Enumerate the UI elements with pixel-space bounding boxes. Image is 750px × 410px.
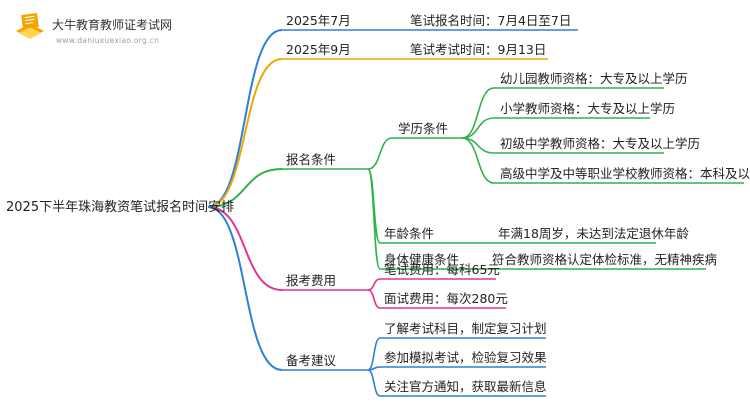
branch-label-2025-july: 2025年7月 bbox=[286, 13, 351, 28]
edge-root-july bbox=[207, 29, 283, 208]
node-age: 年龄条件 bbox=[384, 226, 434, 241]
node-education: 学历条件 bbox=[398, 121, 448, 136]
edge-fees-interview bbox=[367, 289, 381, 309]
edge-education-leaf-0 bbox=[461, 87, 495, 139]
mindmap-root-label: 2025下半年珠海教资笔试报名时间安排 bbox=[6, 199, 234, 215]
edge-root-requirements bbox=[207, 168, 283, 208]
logo-url: www.daniuxuexiao.org.cn bbox=[56, 36, 159, 45]
node-tip-subjects: 了解考试科目，制定复习计划 bbox=[384, 321, 547, 336]
leaf-primary: 小学教师资格：大专及以上学历 bbox=[500, 101, 675, 116]
logo-title: 大牛教育教师证考试网 bbox=[52, 17, 172, 32]
node-registration-time: 笔试报名时间：7月4日至7日 bbox=[410, 13, 571, 28]
leaf-senior-high: 高级中学及中等职业学校教师资格：本科及以上学历 bbox=[500, 166, 750, 181]
edge-root-tips bbox=[207, 206, 283, 371]
edge-req-health bbox=[367, 168, 381, 270]
node-interview-fee: 面试费用：每次280元 bbox=[384, 291, 508, 306]
edge-root-fees bbox=[207, 206, 283, 291]
node-tip-notices: 关注官方通知，获取最新信息 bbox=[384, 379, 547, 394]
branch-label-fees: 报考费用 bbox=[286, 273, 336, 288]
mindmap-edges bbox=[207, 29, 744, 397]
node-health: 身体健康条件 bbox=[384, 252, 459, 267]
edge-root-september bbox=[207, 58, 283, 208]
branch-label-2025-september: 2025年9月 bbox=[286, 42, 351, 57]
edge-req-education bbox=[367, 137, 393, 170]
book-logo-icon bbox=[16, 12, 44, 39]
edge-fees-written bbox=[367, 278, 381, 291]
site-logo: 大牛教育教师证考试网 www.daniuxuexiao.org.cn bbox=[16, 12, 172, 45]
leaf-junior-high: 初级中学教师资格：大专及以上学历 bbox=[500, 136, 700, 151]
edge-education-leaf-1 bbox=[461, 117, 495, 139]
edge-education-leaf-3 bbox=[461, 137, 495, 184]
leaf-health-detail: 符合教师资格认定体检标准，无精神疾病 bbox=[492, 252, 717, 267]
node-exam-time: 笔试考试时间：9月13日 bbox=[410, 42, 546, 57]
edge-tips-notices bbox=[367, 369, 381, 397]
branch-label-requirements: 报名条件 bbox=[286, 152, 336, 167]
edge-tips-subjects bbox=[367, 337, 381, 371]
node-written-fee: 笔试费用：每科65元 bbox=[384, 262, 500, 277]
node-tip-mock-exams: 参加模拟考试，检验复习效果 bbox=[384, 350, 547, 365]
leaf-age-detail: 年满18周岁，未达到法定退休年龄 bbox=[498, 226, 689, 241]
branch-label-tips: 备考建议 bbox=[286, 353, 337, 368]
leaf-kindergarten: 幼儿园教师资格：大专及以上学历 bbox=[500, 71, 688, 86]
